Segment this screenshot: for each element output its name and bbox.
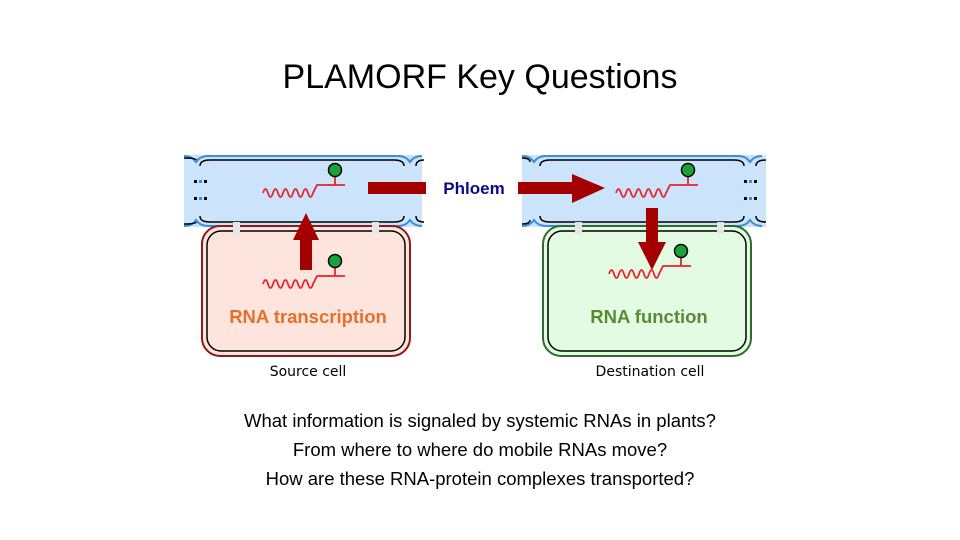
arrow-phloem-right	[518, 174, 605, 203]
question-3: How are these RNA-protein complexes tran…	[265, 468, 695, 489]
plasmodesma-left-2	[372, 222, 379, 234]
arrow-phloem-left	[368, 182, 426, 194]
phloem-segment-right	[521, 155, 767, 227]
ellipsis-dots-right	[744, 180, 757, 200]
key-questions: What information is signaled by systemic…	[0, 406, 960, 493]
destination-cell-caption: Destination cell	[595, 364, 705, 380]
source-cell	[201, 222, 411, 357]
arrow-up-export	[293, 213, 319, 270]
destination-process-label: RNA function	[590, 306, 708, 327]
ellipsis-dots-left	[194, 180, 207, 200]
question-1: What information is signaled by systemic…	[244, 410, 716, 431]
phloem-label: Phloem	[443, 179, 504, 198]
slide-title: PLAMORF Key Questions	[282, 58, 678, 96]
plasmodesma-left-1	[233, 222, 240, 234]
plasmodesma-right-2	[717, 222, 724, 234]
question-2: From where to where do mobile RNAs move?	[292, 439, 668, 460]
plasmodesma-right-1	[575, 222, 582, 234]
source-process-label: RNA transcription	[229, 306, 387, 327]
arrow-down-import	[638, 208, 666, 270]
destination-cell	[542, 222, 752, 357]
source-cell-caption: Source cell	[269, 364, 347, 380]
